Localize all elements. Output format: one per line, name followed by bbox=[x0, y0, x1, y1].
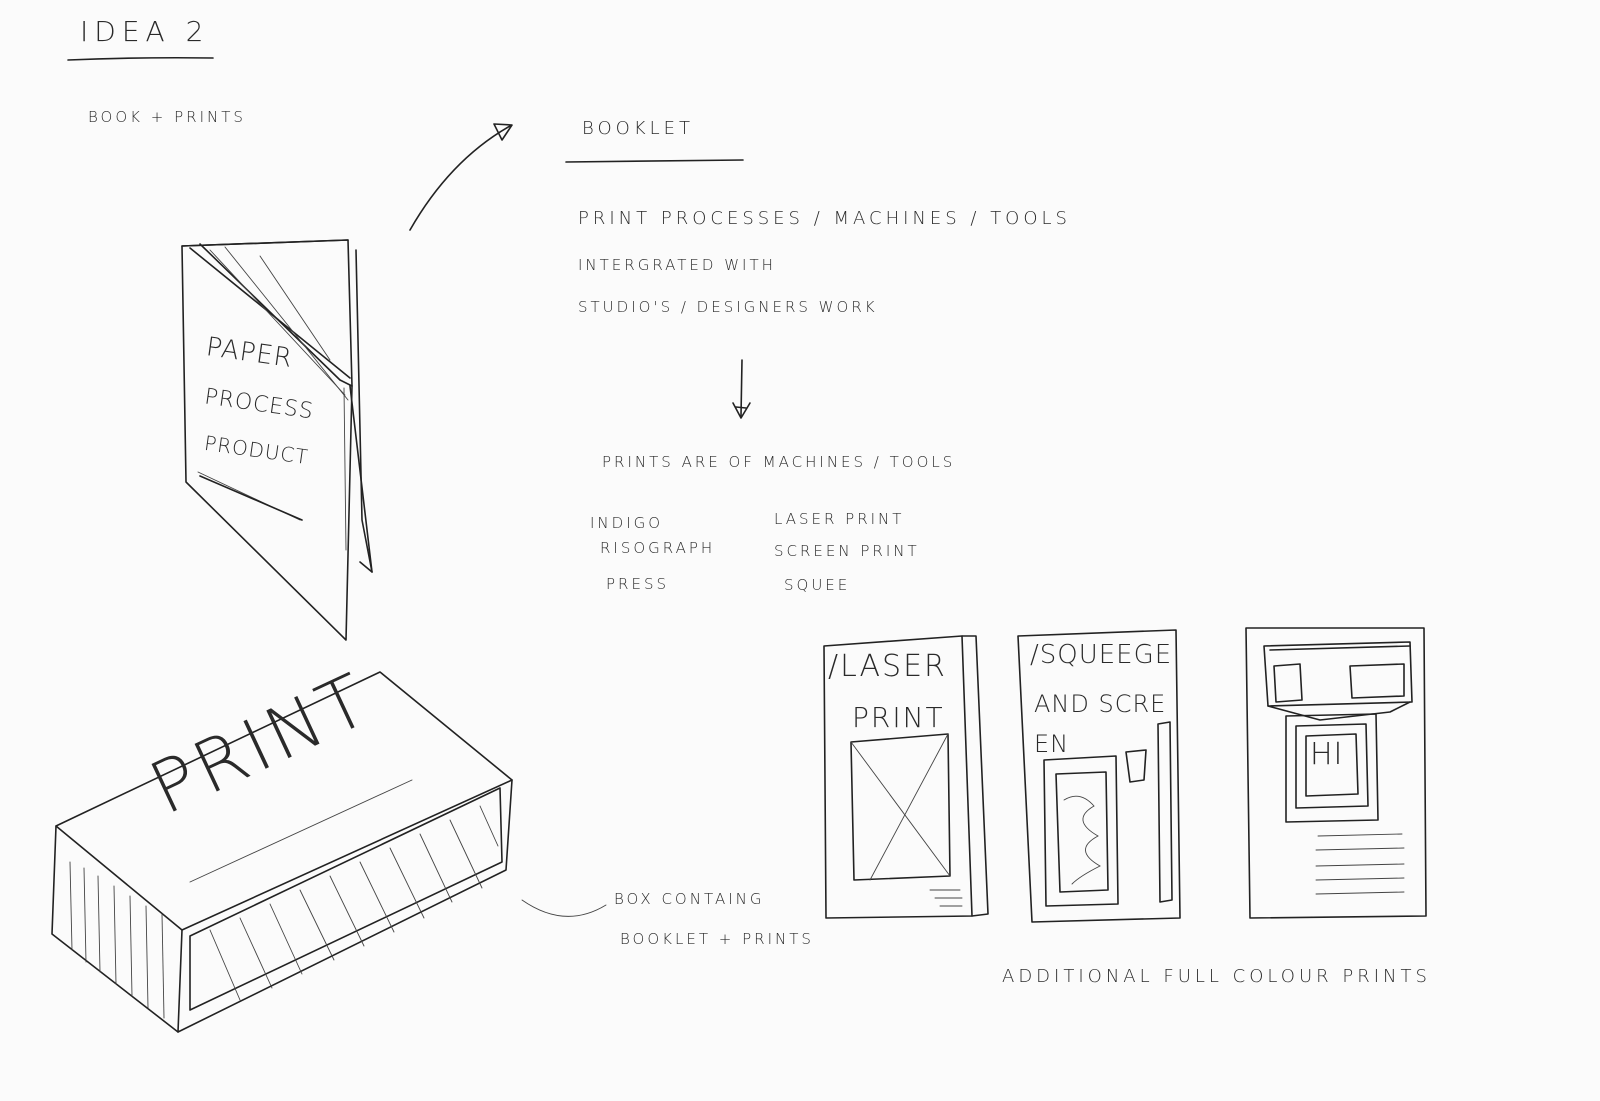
process-item-indigo: Indigo bbox=[590, 514, 664, 532]
process-item-press: Press bbox=[606, 575, 669, 593]
print-card-1-line-2: print bbox=[852, 701, 945, 734]
print-card-2-line-3: en bbox=[1034, 730, 1070, 758]
down-arrow-icon bbox=[732, 359, 751, 419]
box-sketch bbox=[51, 671, 607, 1033]
curved-arrow-icon bbox=[409, 123, 513, 231]
print-card-2-line-2: and scre bbox=[1034, 690, 1167, 718]
process-item-squee: Squee bbox=[784, 576, 851, 594]
booklet-note-line-2: intergrated with bbox=[578, 256, 776, 274]
process-item-screen-print: Screen print bbox=[774, 542, 920, 560]
booklet-note-line-4: Prints are of machines / tools bbox=[602, 453, 956, 471]
print-card-machine bbox=[1245, 627, 1427, 919]
booklet-note-line-3: studio's / designers work bbox=[578, 298, 878, 316]
booklet-note-line-1: Print processes / machines / tools bbox=[578, 208, 1071, 229]
page-subtitle: Book + prints bbox=[88, 108, 246, 126]
print-card-3-line-1: HI bbox=[1310, 737, 1344, 772]
booklet-heading: Booklet bbox=[582, 118, 695, 139]
booklet-heading-underline bbox=[565, 159, 744, 163]
print-card-2-line-1: /Squeege bbox=[1030, 640, 1173, 670]
booklet-sketch bbox=[181, 239, 373, 641]
title-underline bbox=[67, 56, 214, 61]
footer-caption: Additional full colour prints bbox=[1002, 966, 1431, 987]
print-card-laser bbox=[823, 635, 989, 919]
box-caption-line-2: booklet + prints bbox=[620, 930, 814, 948]
box-caption-line-1: Box containg bbox=[614, 890, 765, 908]
process-item-laser-print: Laser print bbox=[774, 510, 905, 528]
page-title: Idea 2 bbox=[80, 15, 210, 48]
print-card-squeege bbox=[1017, 629, 1181, 923]
process-item-risograph: Risograph bbox=[600, 539, 716, 557]
print-card-1-line-1: /Laser bbox=[828, 649, 947, 684]
